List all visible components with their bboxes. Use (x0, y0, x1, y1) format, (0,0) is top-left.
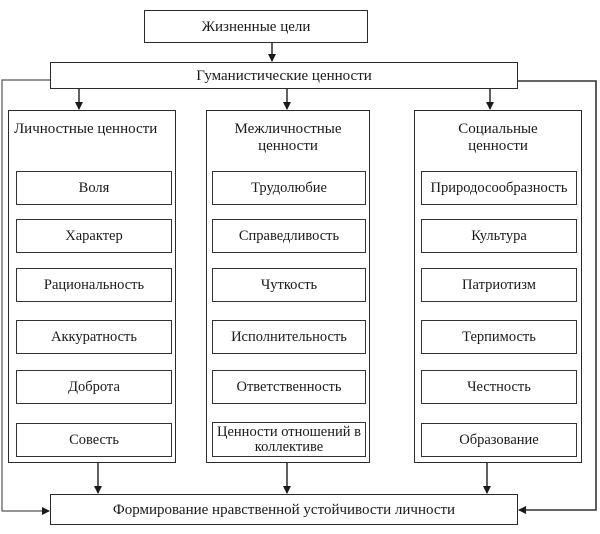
value-item: Доброта (16, 370, 172, 404)
value-item: Совесть (16, 423, 172, 457)
column-title: Личностные ценности (14, 121, 158, 137)
interpersonal-values-column: Межличностные ценности Трудолюбие Справе… (206, 110, 370, 463)
value-item: Воля (16, 171, 172, 205)
life-goals-box: Жизненные цели (144, 10, 368, 43)
value-item: Культура (421, 219, 577, 253)
value-item: Чуткость (212, 268, 366, 302)
value-item: Образование (421, 423, 577, 457)
value-item: Природосообразность (421, 171, 577, 205)
moral-stability-box: Формирование нравственной устойчивости л… (50, 494, 518, 525)
column-title: Межличностные ценности (234, 121, 342, 154)
value-item: Ответственность (212, 370, 366, 404)
social-values-column: Социальные ценности Природосообразность … (414, 110, 582, 463)
value-item: Рациональность (16, 268, 172, 302)
value-item: Аккуратность (16, 320, 172, 354)
value-item: Честность (421, 370, 577, 404)
personal-values-column: Личностные ценности Воля Характер Рацион… (8, 110, 176, 463)
humanistic-values-box: Гуманистические ценности (50, 62, 518, 89)
moral-stability-label: Формирование нравственной устойчивости л… (112, 501, 456, 518)
value-item: Ценности отношений в коллективе (212, 422, 366, 457)
column-title: Социальные ценности (458, 121, 538, 154)
value-item: Трудолюбие (212, 171, 366, 205)
value-item: Справедливость (212, 219, 366, 253)
value-item: Исполнительность (212, 320, 366, 354)
humanistic-values-label: Гуманистические ценности (196, 67, 372, 84)
life-goals-label: Жизненные цели (201, 18, 311, 35)
value-item: Характер (16, 219, 172, 253)
value-item: Патриотизм (421, 268, 577, 302)
value-item: Терпимость (421, 320, 577, 354)
